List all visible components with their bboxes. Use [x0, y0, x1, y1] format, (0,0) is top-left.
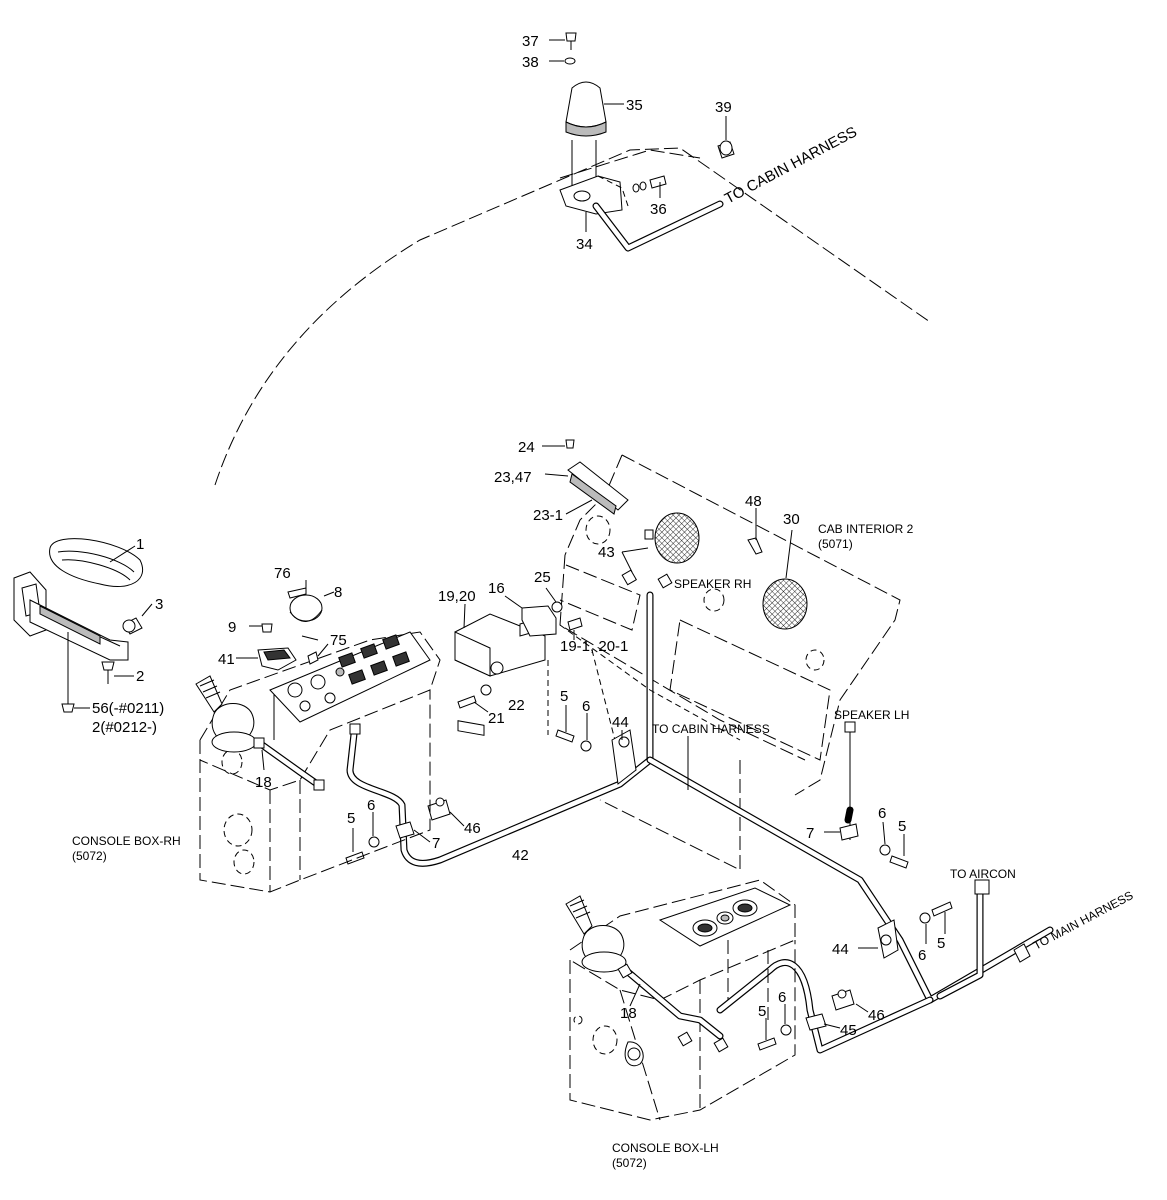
beacon-lamp [559, 32, 735, 252]
switch-panel [565, 439, 629, 515]
label-console-box-lh-ref: (5072) [612, 1156, 647, 1170]
connector-43b [621, 569, 638, 586]
bracket-44a [611, 729, 637, 785]
callout-46-a: 46 [464, 820, 481, 837]
connector-main [1013, 943, 1031, 963]
radio-unit [454, 601, 583, 736]
callout-23-1: 23-1 [533, 507, 563, 524]
callout-30: 30 [783, 511, 800, 528]
label-to-main-harness: TO MAIN HARNESS [1031, 888, 1136, 953]
callout-46-b: 46 [868, 1007, 885, 1024]
callout-5-b: 5 [347, 810, 355, 827]
callout-6-a: 6 [582, 698, 590, 715]
callout-1: 1 [136, 536, 144, 553]
speaker-grille-lh [762, 578, 808, 630]
armrest-assembly [13, 538, 143, 713]
callout-18-b: 18 [620, 1005, 637, 1022]
callout-7-a: 7 [432, 835, 440, 852]
callout-42: 42 [512, 847, 529, 864]
connector-speaker-lh [844, 721, 856, 733]
callout-6-d: 6 [918, 947, 926, 964]
clamp-7a [395, 821, 415, 839]
cab-interior-panel [559, 454, 901, 871]
callout-34: 34 [576, 236, 593, 253]
bracket-44b [877, 919, 899, 959]
callout-5-a: 5 [560, 688, 568, 705]
label-console-box-lh: CONSOLE BOX-LH [612, 1141, 719, 1155]
label-speaker-rh: SPEAKER RH [674, 577, 751, 591]
callout-16: 16 [488, 580, 505, 597]
callout-9: 9 [228, 619, 236, 636]
cab-roof-outline [214, 147, 931, 486]
label-speaker-lh: SPEAKER LH [834, 708, 909, 722]
label-to-cabin-harness-mid: TO CABIN HARNESS [652, 722, 770, 736]
clamp-45 [805, 1013, 827, 1031]
callout-43: 43 [598, 544, 615, 561]
callout-35: 35 [626, 97, 643, 114]
console-box-rh [195, 631, 441, 893]
callout-38: 38 [522, 54, 539, 71]
callout-44-b: 44 [832, 941, 849, 958]
callout-5-d: 5 [937, 935, 945, 952]
callout-19-1-20-1: 19-1, 20-1 [560, 638, 628, 655]
callout-8: 8 [334, 584, 342, 601]
speaker-grille-rh [654, 512, 700, 564]
callout-2-alt: 2(#0212-) [92, 719, 157, 736]
clamp-7b [839, 823, 859, 841]
callout-22: 22 [508, 697, 525, 714]
callout-44-a: 44 [612, 714, 629, 731]
label-to-aircon: TO AIRCON [950, 867, 1016, 881]
callout-39: 39 [715, 99, 732, 116]
roof-edge [559, 149, 701, 179]
callout-45: 45 [840, 1022, 857, 1039]
console-box-lh [565, 879, 796, 1121]
callout-23-47: 23,47 [494, 469, 532, 486]
callout-76: 76 [274, 565, 291, 582]
clamp-46b [831, 989, 855, 1011]
callout-36: 36 [650, 201, 667, 218]
callout-2: 2 [136, 668, 144, 685]
callout-25: 25 [534, 569, 551, 586]
callout-24: 24 [518, 439, 535, 456]
callout-6-e: 6 [778, 989, 786, 1006]
callout-56: 56(-#0211) [92, 700, 164, 717]
callout-5-c: 5 [898, 818, 906, 835]
callout-18-a: 18 [255, 774, 272, 791]
callout-7-b: 7 [806, 825, 814, 842]
connector-43a [644, 529, 654, 540]
label-to-cabin-harness-top: TO CABIN HARNESS [722, 123, 860, 207]
callout-5-e: 5 [758, 1003, 766, 1020]
cover-8 [289, 594, 323, 622]
connector-speaker-rh [657, 573, 673, 589]
label-cab-interior: CAB INTERIOR 2 [818, 522, 914, 536]
callout-19-20: 19,20 [438, 588, 476, 605]
connector-rh-top [349, 723, 361, 735]
connector-aircon [974, 879, 990, 895]
callout-48: 48 [745, 493, 762, 510]
label-cab-interior-ref: (5071) [818, 537, 853, 551]
callout-6-c: 6 [878, 805, 886, 822]
callout-37: 37 [522, 33, 539, 50]
callout-75: 75 [330, 632, 347, 649]
label-console-box-rh-ref: (5072) [72, 849, 107, 863]
label-console-box-rh: CONSOLE BOX-RH [72, 834, 181, 848]
callout-6-b: 6 [367, 797, 375, 814]
callout-21: 21 [488, 710, 505, 727]
callout-41: 41 [218, 651, 235, 668]
cover-41 [257, 647, 297, 671]
clamp-46a [427, 797, 451, 821]
callout-3: 3 [155, 596, 163, 613]
